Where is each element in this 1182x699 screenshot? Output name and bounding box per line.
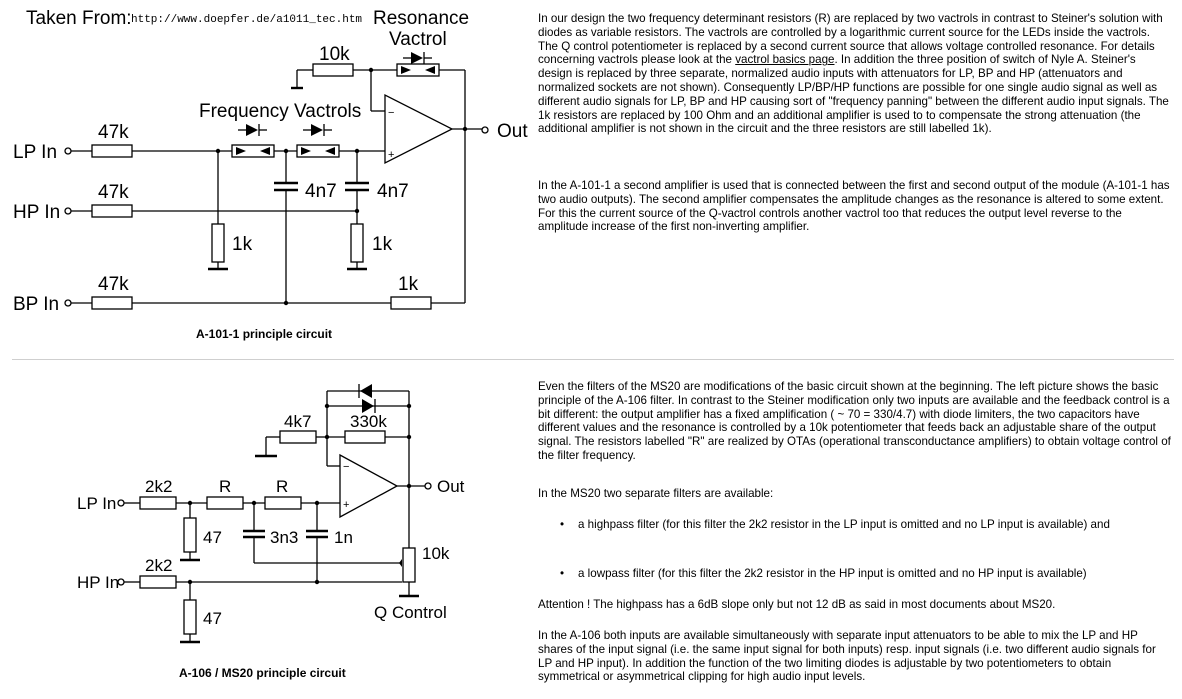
- taken-from-label: Taken From:: [26, 8, 132, 29]
- bullet-icon: •: [560, 567, 565, 580]
- filter-list: •a highpass filter (for this filter the …: [538, 518, 1170, 532]
- label-q-control: Q Control: [374, 603, 447, 622]
- led-diode-icon: [246, 124, 258, 136]
- text2-paragraph-4: In the A-106 both inputs are available s…: [538, 629, 1156, 684]
- label-bp-in: BP In: [13, 294, 59, 315]
- resistor-r-b: [264, 496, 302, 510]
- label-47-b: 47: [203, 609, 222, 628]
- label-330k: 330k: [350, 412, 387, 431]
- resistor-2k2-lp: [139, 496, 177, 510]
- q-control-potentiometer: [399, 547, 419, 598]
- label-lp-in-2: LP In: [77, 494, 116, 513]
- resistor-2k2-hp: [139, 575, 177, 589]
- resistor-47k-lp: [91, 144, 133, 158]
- led-diode-icon: [411, 52, 423, 64]
- text2-paragraph-1: Even the filters of the MS20 are modific…: [538, 380, 1171, 462]
- label-out: Out: [497, 121, 528, 142]
- text1-paragraph-2: In the A-101-1 a second amplifier is use…: [538, 179, 1170, 234]
- caption-a101-1: A-101-1 principle circuit: [196, 327, 332, 341]
- label-10k-feedback: 10k: [319, 44, 350, 65]
- resistor-1k-shunt-1: [211, 223, 225, 263]
- resistor-4k7: [279, 430, 317, 444]
- text1-paragraph-1: In our design the two frequency determin…: [538, 12, 1169, 136]
- resistor-330k: [344, 430, 386, 444]
- svg-text:+: +: [388, 149, 394, 161]
- lp-input-wire: [64, 144, 232, 158]
- frequency-vactrol-2: [296, 124, 385, 158]
- text2-paragraph-2: In the MS20 two separate filters are ava…: [538, 487, 774, 500]
- opamp-2: − +: [327, 453, 432, 519]
- label-47k-lp: 47k: [98, 122, 129, 143]
- resonance-vactrol: [396, 52, 440, 77]
- diagram-a106-ms20: − +: [77, 384, 465, 680]
- svg-text:−: −: [343, 461, 349, 473]
- opamp-1: − +: [370, 70, 489, 165]
- resistor-47k-hp: [91, 204, 133, 218]
- label-47k-hp: 47k: [98, 182, 129, 203]
- svg-text:−: −: [388, 107, 394, 119]
- label-2k2-lp: 2k2: [145, 477, 172, 496]
- label-47-a: 47: [203, 528, 222, 547]
- label-10k-pot: 10k: [422, 544, 450, 563]
- resistor-1k-bp-out: [390, 296, 432, 310]
- label-2k2-hp: 2k2: [145, 556, 172, 575]
- bullet-icon: •: [560, 518, 565, 531]
- section-divider: [12, 359, 1174, 360]
- label-1k-shunt-2: 1k: [372, 234, 393, 255]
- resistor-10k-feedback: [312, 63, 354, 77]
- resistor-47k-bp: [91, 296, 133, 310]
- source-url: http://www.doepfer.de/a1011_tec.htm: [131, 14, 362, 26]
- resistor-47-a: [183, 517, 197, 553]
- lp-input-terminal: [117, 499, 125, 507]
- output-terminal: [424, 482, 432, 490]
- label-out-2: Out: [437, 477, 465, 496]
- label-r-b: R: [276, 477, 288, 496]
- label-cap-4n7-2: 4n7: [377, 181, 409, 202]
- vactrol-basics-link[interactable]: vactrol basics page: [735, 53, 835, 67]
- diagram-a101-1: − + Resonance Vactrol 10k Frequency Vact…: [13, 8, 528, 341]
- label-vactrol: Vactrol: [389, 29, 447, 50]
- label-4k7: 4k7: [284, 412, 311, 431]
- label-1k-bp-out: 1k: [398, 274, 419, 295]
- label-hp-in-2: HP In: [77, 573, 119, 592]
- led-diode-icon: [311, 124, 323, 136]
- label-lp-in: LP In: [13, 142, 57, 163]
- limiter-diode-icon: [360, 384, 372, 398]
- label-resonance: Resonance: [373, 8, 469, 29]
- label-47k-bp: 47k: [98, 274, 129, 295]
- hp-input-wire: [64, 204, 357, 218]
- svg-text:+: +: [343, 499, 349, 511]
- text2-paragraph-3: Attention ! The highpass has a 6dB slope…: [538, 598, 1056, 611]
- label-hp-in: HP In: [13, 202, 60, 223]
- filter-list: •a lowpass filter (for this filter the 2…: [538, 567, 1170, 581]
- caption-a106-ms20: A-106 / MS20 principle circuit: [179, 666, 346, 680]
- output-terminal: [481, 126, 489, 134]
- list-item: •a highpass filter (for this filter the …: [560, 518, 1110, 531]
- resistor-1k-shunt-2: [350, 223, 364, 263]
- resistor-r-a: [206, 496, 244, 510]
- resistor-47-b: [183, 599, 197, 635]
- label-r-a: R: [219, 477, 231, 496]
- limiter-diode-icon: [362, 399, 374, 413]
- label-frequency-vactrols: Frequency Vactrols: [199, 101, 361, 122]
- label-cap-4n7-1: 4n7: [305, 181, 337, 202]
- label-cap-3n3: 3n3: [270, 528, 298, 547]
- bp-input-wire: [64, 130, 466, 310]
- label-cap-1n: 1n: [334, 528, 353, 547]
- list-item: •a lowpass filter (for this filter the 2…: [560, 567, 1087, 580]
- label-1k-shunt-1: 1k: [232, 234, 253, 255]
